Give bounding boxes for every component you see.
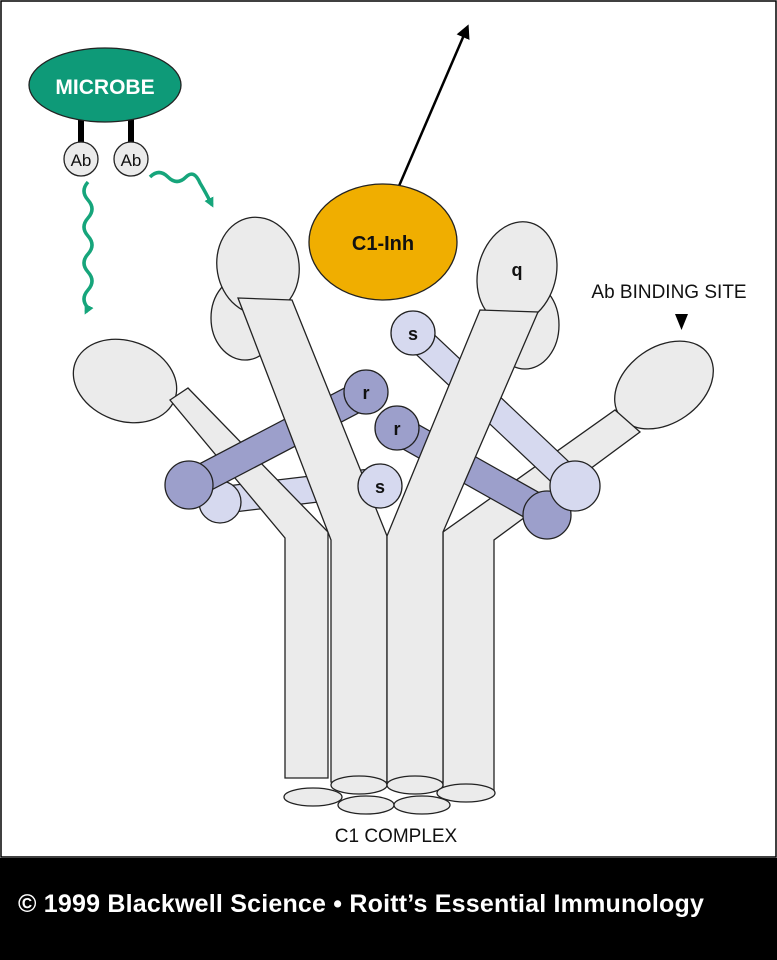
microbe-label: MICROBE bbox=[55, 76, 154, 99]
stalk-end bbox=[393, 795, 451, 815]
binding-site-pointer-icon bbox=[675, 314, 688, 330]
activation-arrow-right bbox=[148, 170, 214, 208]
stalk-end bbox=[330, 775, 388, 795]
footer-bar: © 1999 Blackwell Science • Roitt’s Essen… bbox=[0, 858, 777, 960]
figure-panel: MICROBE Ab Ab C1-Inh q r r s s Ab BINDIN… bbox=[0, 0, 777, 858]
microbe bbox=[28, 47, 182, 123]
r-subunit-label-lower: r bbox=[393, 419, 400, 439]
s-subunit-label-lower: s bbox=[375, 477, 385, 497]
r-subunit-label-upper: r bbox=[362, 383, 369, 403]
binding-site-label: Ab BINDING SITE bbox=[591, 282, 746, 303]
c1-inhibitor-label: C1-Inh bbox=[352, 233, 414, 255]
copyright-text: © 1999 Blackwell Science • Roitt’s Essen… bbox=[18, 890, 705, 918]
activation-arrow-down bbox=[82, 180, 94, 315]
antibody-left bbox=[63, 141, 99, 177]
dissociation-arrow bbox=[397, 24, 470, 187]
r-subunit-head-upper bbox=[343, 369, 389, 415]
antibody-right-label: Ab bbox=[121, 151, 142, 170]
s-subunit-head-lower bbox=[357, 463, 403, 509]
c1-inhibitor bbox=[308, 183, 458, 301]
stalk-end bbox=[283, 787, 343, 807]
antibody-right bbox=[113, 141, 149, 177]
r-subunit-head-lower bbox=[374, 405, 420, 451]
q-subunit-label: q bbox=[512, 260, 523, 280]
q-arm-left-outer bbox=[72, 338, 329, 779]
complex-label: C1 COMPLEX bbox=[335, 826, 458, 847]
antibody-left-label: Ab bbox=[71, 151, 92, 170]
stalk-end bbox=[337, 795, 395, 815]
stalk-end bbox=[386, 775, 444, 795]
c1-complex-diagram: MICROBE Ab Ab C1-Inh q r r s s Ab BINDIN… bbox=[0, 0, 777, 858]
stalk-end bbox=[436, 783, 496, 803]
q-arm-center-right bbox=[386, 221, 558, 783]
s-subunit-label-upper: s bbox=[408, 324, 418, 344]
s-subunit-head-upper bbox=[390, 310, 436, 356]
